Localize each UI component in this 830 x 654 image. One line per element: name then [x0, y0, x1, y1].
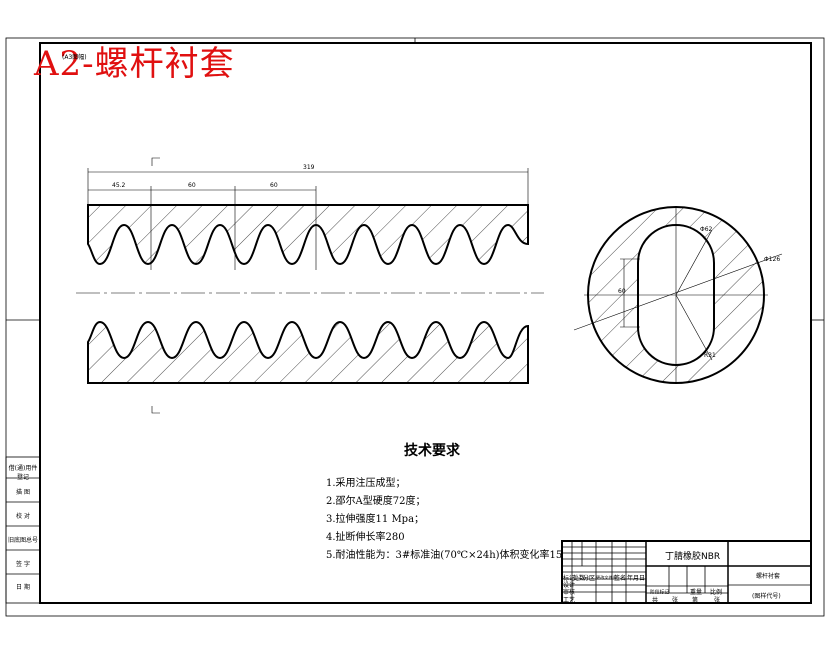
- side-view: [76, 157, 544, 414]
- dim-60-a: 60: [188, 182, 196, 189]
- strip-label: 签 字: [16, 561, 30, 568]
- col-label: 签名: [614, 575, 627, 582]
- end-view: [573, 206, 783, 384]
- dim-od: Φ126: [764, 256, 781, 263]
- sheet-label: 张: [714, 597, 721, 604]
- strip-label: 校 对: [16, 513, 30, 520]
- stage-label: 重量: [690, 589, 703, 596]
- role-label: 工艺: [563, 597, 576, 604]
- dim-slot-height: 60: [618, 288, 626, 295]
- stage-label: 阶段标记: [650, 589, 670, 596]
- strip-label: 日 期: [16, 584, 30, 591]
- requirements-title: 技术要求: [404, 443, 460, 459]
- format-stamp: (A3图幅): [62, 54, 87, 61]
- sheet-label: 第: [692, 597, 699, 604]
- material-label: 丁腈橡胶NBR: [665, 552, 721, 562]
- inner-frame: [39, 42, 812, 604]
- dim-45-2: 45.2: [112, 182, 126, 189]
- role-label: 设计: [563, 582, 576, 589]
- sheet-label: 共: [652, 597, 659, 604]
- sheet-label: 张: [672, 597, 679, 604]
- strip-label: 旧底图总号: [7, 537, 38, 544]
- requirement-item: 3.拉伸强度11 Mpa；: [326, 514, 425, 525]
- drawing-number: (图样代号): [752, 593, 781, 600]
- left-strip-grid: [5, 456, 41, 604]
- lower-wall-section: [87, 320, 529, 384]
- col-label: 处数: [573, 575, 586, 582]
- sheet-title-watermark: A2-螺杆衬套: [34, 44, 235, 84]
- col-label: 年月日: [627, 575, 646, 582]
- title-block-grid: [561, 540, 812, 604]
- requirement-item: 5.耐油性能为：3#标准油(70℃×24h)体积变化率15: [326, 550, 563, 561]
- dim-id: Φ62: [700, 226, 713, 233]
- part-name: 螺杆衬套: [756, 573, 781, 580]
- dim-overall: 319: [303, 164, 315, 171]
- strip-label: 描 图: [16, 489, 30, 496]
- dim-60-b: 60: [270, 182, 278, 189]
- dim-radius: R31: [704, 352, 716, 359]
- col-label: 更改文件号: [596, 575, 618, 581]
- requirement-item: 1.采用注压成型；: [326, 478, 406, 489]
- requirement-item: 2.邵尔A型硬度72度；: [326, 496, 426, 507]
- stage-label: 比例: [710, 589, 723, 596]
- strip-label: 借(通)用件登记: [8, 465, 38, 481]
- upper-wall-section: [87, 204, 529, 266]
- requirement-item: 4.扯断伸长率280: [326, 532, 405, 543]
- role-label: 审核: [563, 589, 576, 596]
- col-label: 分区: [583, 575, 596, 582]
- col-label: 标记: [563, 575, 576, 582]
